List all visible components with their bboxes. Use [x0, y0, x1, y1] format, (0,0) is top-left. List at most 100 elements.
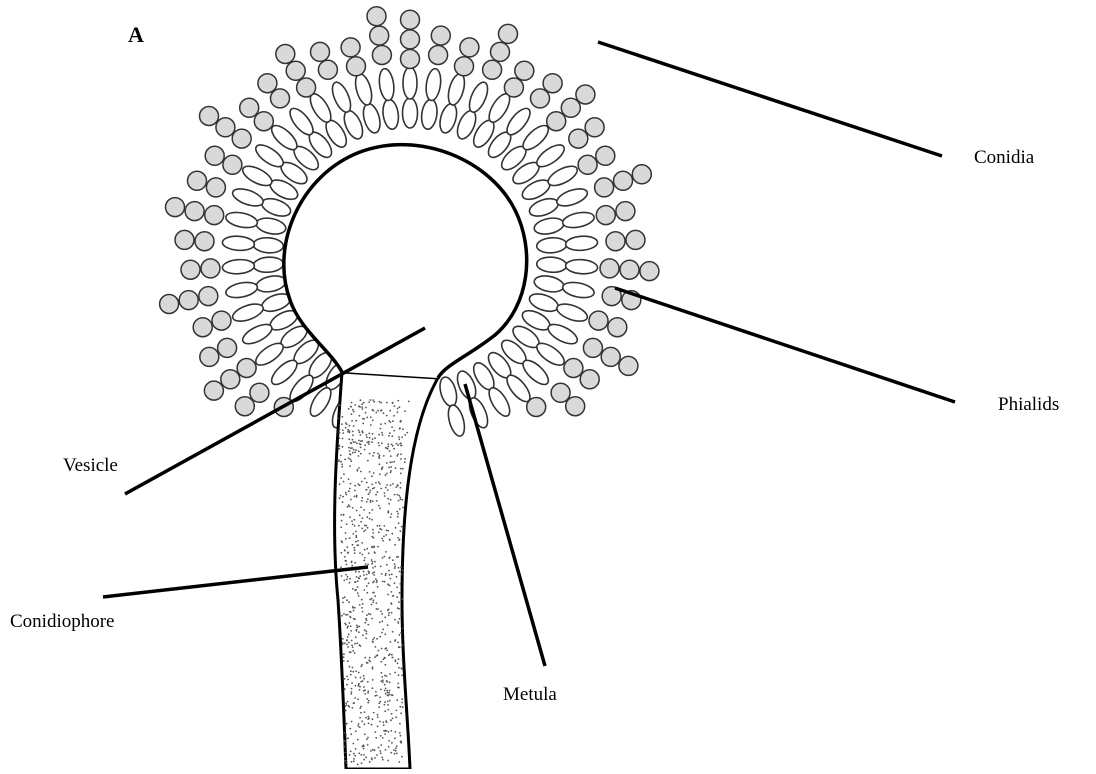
stipple-dot	[385, 474, 387, 476]
conidium	[200, 347, 219, 366]
stipple-dot	[382, 658, 384, 660]
stipple-dot	[358, 467, 360, 469]
conidium	[199, 287, 218, 306]
stipple-dot	[401, 698, 403, 700]
stipple-dot	[342, 446, 344, 448]
stipple-dot	[398, 436, 400, 438]
stipple-dot	[363, 402, 365, 404]
stipple-dot	[353, 702, 355, 704]
stipple-dot	[364, 629, 366, 631]
stipple-dot	[342, 642, 344, 644]
stipple-dot	[376, 638, 378, 640]
stipple-dot	[347, 701, 349, 703]
stipple-dot	[350, 454, 352, 456]
stipple-dot	[390, 484, 392, 486]
stipple-dot	[343, 473, 345, 475]
stipple-dot	[398, 495, 400, 497]
label-phialids: Phialids	[998, 395, 1059, 414]
conidium	[206, 178, 225, 197]
stipple-dot	[372, 582, 374, 584]
stipple-dot	[341, 575, 343, 577]
stipple-dot	[383, 455, 385, 457]
stipple-dot	[369, 512, 371, 514]
stipple-dot	[359, 443, 361, 445]
stipple-dot	[355, 685, 357, 687]
stipple-dot	[362, 517, 364, 519]
stipple-dot	[394, 672, 396, 674]
stipple-dot	[394, 567, 396, 569]
stipple-dot	[399, 406, 401, 408]
stipple-dot	[400, 442, 402, 444]
stipple-dot	[388, 609, 390, 611]
stipple-dot	[350, 733, 352, 735]
stipple-dot	[378, 702, 380, 704]
conidium	[201, 259, 220, 278]
stipple-dot	[370, 614, 372, 616]
stipple-dot	[360, 665, 362, 667]
stipple-dot	[358, 683, 360, 685]
stipple-dot	[387, 510, 389, 512]
stipple-dot	[380, 680, 382, 682]
stipple-dot	[397, 513, 399, 515]
stipple-dot	[344, 642, 346, 644]
stipple-dot	[399, 530, 401, 532]
stipple-dot	[359, 431, 361, 433]
stipple-dot	[391, 612, 393, 614]
stipple-dot	[369, 661, 371, 663]
stipple-dot	[381, 676, 383, 678]
stipple-dot	[397, 683, 399, 685]
stipple-dot	[356, 625, 358, 627]
stipple-dot	[369, 657, 371, 659]
stipple-dot	[362, 423, 364, 425]
stipple-dot	[355, 571, 357, 573]
stipple-dot	[382, 581, 384, 583]
stipple-dot	[388, 435, 390, 437]
conidium	[223, 155, 242, 174]
stipple-dot	[369, 437, 371, 439]
stipple-dot	[342, 602, 344, 604]
conidium	[460, 38, 479, 57]
stipple-dot	[377, 654, 379, 656]
conidium	[175, 230, 194, 249]
phialid-cell	[225, 280, 259, 300]
stipple-dot	[366, 417, 368, 419]
stipple-dot	[398, 500, 400, 502]
stipple-dot	[364, 689, 366, 691]
stipple-dot	[344, 596, 346, 598]
stipple-dot	[389, 450, 391, 452]
stipple-dot	[369, 761, 371, 763]
stipple-dot	[345, 560, 347, 562]
stipple-dot	[343, 514, 345, 516]
stipple-dot	[362, 634, 364, 636]
label-conidia: Conidia	[974, 148, 1034, 167]
conidium	[585, 118, 604, 137]
stipple-dot	[352, 588, 354, 590]
stipple-dot	[368, 716, 370, 718]
stipple-dot	[377, 726, 379, 728]
stipple-dot	[395, 639, 397, 641]
conidium	[311, 42, 330, 61]
stipple-dot	[399, 497, 401, 499]
stipple-dot	[359, 434, 361, 436]
stipple-dot	[349, 651, 351, 653]
stipple-dot	[378, 481, 380, 483]
stipple-dot	[366, 738, 368, 740]
stipple-dot	[371, 441, 373, 443]
stipple-dot	[350, 459, 352, 461]
stipple-dot	[372, 399, 374, 401]
stipple-dot	[349, 666, 351, 668]
vesicle-outline	[284, 145, 527, 378]
stipple-dot	[393, 415, 395, 417]
stipple-dot	[397, 408, 399, 410]
leader-line-phialids	[615, 288, 955, 402]
stipple-dot	[378, 442, 380, 444]
stipple-dot	[368, 723, 370, 725]
stipple-dot	[375, 578, 377, 580]
stipple-dot	[367, 692, 369, 694]
stipple-dot	[389, 681, 391, 683]
conidium	[195, 232, 214, 251]
stipple-dot	[389, 539, 391, 541]
stipple-dot	[341, 615, 343, 617]
stipple-dot	[352, 434, 354, 436]
stipple-dot	[340, 552, 342, 554]
